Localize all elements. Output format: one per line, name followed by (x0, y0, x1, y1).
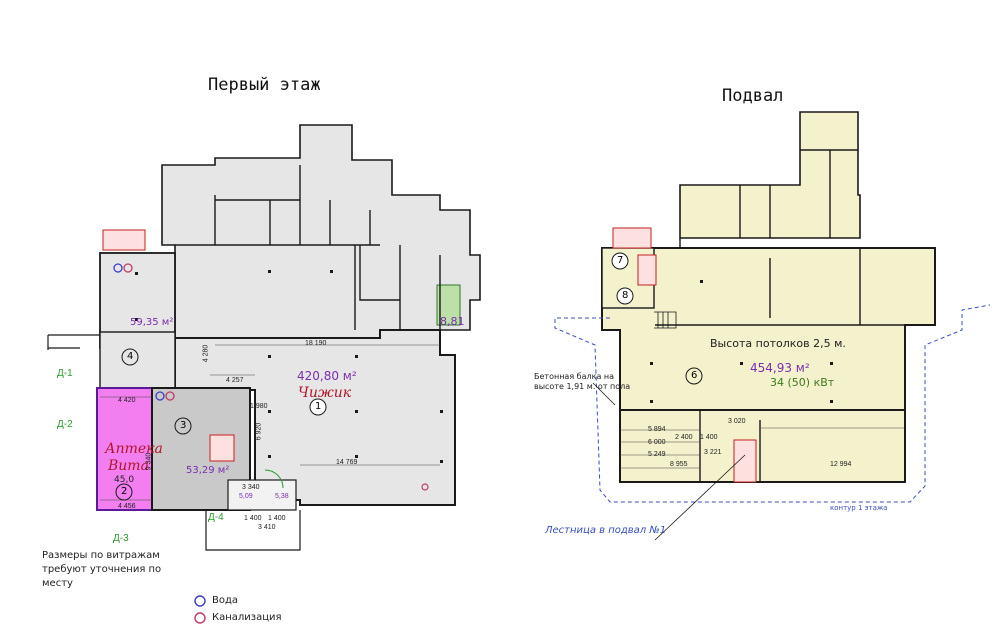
ground-sewer-point (123, 263, 133, 273)
bdim-5894: 5 894 (648, 426, 666, 433)
dim-509: 5,09 (239, 493, 253, 500)
ground-lobby (227, 479, 297, 511)
ground-room-1-marker (309, 398, 327, 416)
basement-beam-leader (592, 382, 616, 406)
legend-water-swatch (194, 595, 206, 607)
dim-1400-b: 1 400 (268, 515, 286, 522)
basement-stair-lower (733, 439, 757, 483)
legend-sewer-label: Канализация (212, 612, 282, 623)
room-4-number: 4 (127, 351, 134, 362)
room-2-area: 45,0 (114, 475, 135, 485)
dim-1400-a: 1 400 (244, 515, 262, 522)
ground-entrance (205, 510, 301, 551)
ground-upper-block (161, 124, 481, 339)
basement-stair-red-2 (637, 254, 657, 286)
basement-room-6-marker (685, 367, 703, 385)
ground-hall-1 (174, 329, 456, 506)
basement-stair-red (612, 227, 652, 249)
ground-green-tile (436, 284, 461, 326)
ground-floor-plan (47, 124, 481, 551)
dim-9340: 9 340 (145, 452, 153, 471)
room-2-name-1: Аптека (105, 441, 163, 457)
beam-note-1: Бетонная балка на (534, 372, 615, 381)
bdim-8955: 8 955 (670, 461, 688, 468)
dim-3340: 3 340 (242, 484, 260, 491)
ground-dim-lines (100, 344, 440, 501)
basement-dim-lines (620, 427, 905, 469)
basement-stair-inner (654, 311, 677, 329)
legend-sewer-swatch (194, 612, 206, 624)
basement-room-7-number: 7 (617, 255, 624, 266)
ground-columns (135, 270, 443, 463)
bdim-12994: 12 994 (830, 461, 852, 468)
dim-538: 5,38 (275, 493, 289, 500)
dim-6920: 6 920 (255, 422, 263, 441)
basement-area: 454,93 м² (750, 361, 810, 375)
bdim-2400: 2 400 (675, 434, 693, 441)
basement-room-6-number: 6 (691, 370, 698, 381)
stairs-label: Лестница в подвал №1 (545, 525, 667, 536)
room-2-number: 2 (121, 486, 128, 497)
ground-stair-topleft (102, 229, 146, 251)
dim-18190: 18 190 (305, 340, 327, 347)
ground-room-3-marker (174, 417, 192, 435)
ground-sewer-point-2 (165, 391, 175, 401)
basement-stair-leader (654, 454, 746, 541)
bdim-5249: 5 249 (648, 451, 666, 458)
basement-room-8-marker (616, 287, 634, 305)
dim-4456: 4 456 (118, 503, 136, 510)
dim-4280: 4 280 (202, 344, 210, 363)
room-1-number: 1 (315, 401, 322, 412)
small-room-area: 8,81 (440, 315, 465, 328)
ground-water-point-2 (155, 391, 165, 401)
basement-ceiling: Высота потолков 2,5 м. (710, 337, 846, 350)
dim-14769: 14 769 (336, 459, 358, 466)
basement-title: Подвал (722, 86, 784, 106)
ground-room-2-pharmacy (96, 387, 153, 511)
basement-room-8-number: 8 (622, 290, 629, 301)
ground-water-point (113, 263, 123, 273)
contour-label: контур 1 этажа (830, 504, 888, 512)
ground-stair-red (209, 434, 235, 462)
room-3-number: 3 (180, 420, 187, 431)
note-line-1: Размеры по витражам (42, 550, 160, 561)
basement-lower (619, 409, 906, 483)
door-d3: Д-3 (113, 533, 129, 544)
ground-partitions (175, 165, 441, 330)
basement-partitions (655, 149, 905, 482)
ground-door-swing (264, 469, 284, 489)
room-4-area: 59,35 м² (130, 317, 174, 328)
room-2-name-2: Вита (108, 458, 149, 474)
ground-floor-title: Первый этаж (208, 75, 321, 95)
ground-room-4-marker (121, 348, 139, 366)
legend-water-label: Вода (212, 595, 239, 606)
beam-note-2: высоте 1,91 м. от пола (534, 382, 631, 391)
note-line-2: требуют уточнения по (42, 564, 162, 575)
bdim-1400: 1 400 (700, 434, 718, 441)
basement-room-7-marker (611, 252, 629, 270)
basement-power: 34 (50) кВт (770, 376, 835, 389)
basement-plan (554, 111, 991, 541)
room-1-name: Чижик (298, 385, 352, 401)
bdim-3020: 3 020 (728, 418, 746, 425)
bdim-3221: 3 221 (704, 449, 722, 456)
door-d1: Д-1 (57, 368, 73, 379)
basement-contour (554, 304, 991, 503)
dim-4257: 4 257 (226, 377, 244, 384)
dim-3410: 3 410 (258, 524, 276, 531)
ground-sewer-point-3 (421, 483, 429, 491)
bdim-6000: 6 000 (648, 439, 666, 446)
door-d4: Д-4 (208, 512, 224, 523)
basement-columns (650, 280, 833, 403)
ground-room-2-marker (115, 483, 133, 501)
room-1-area: 420,80 м² (297, 369, 357, 383)
room-3-area: 53,29 м² (186, 465, 230, 476)
ground-left-wing (47, 334, 100, 350)
ground-room-4-lower (99, 331, 176, 389)
door-d2: Д-2 (57, 419, 73, 430)
note-line-3: месту (42, 578, 73, 589)
dim-4420: 4 420 (118, 397, 136, 404)
dim-1980: 1 980 (250, 403, 268, 410)
